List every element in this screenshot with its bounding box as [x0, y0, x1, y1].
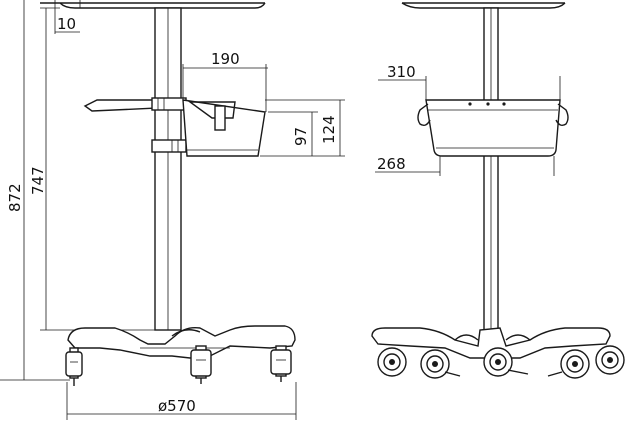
dim-570: ø570	[158, 397, 196, 415]
front-shelf	[83, 99, 159, 112]
hook-right	[555, 103, 569, 127]
basket-front	[425, 99, 561, 157]
dim-190: 190	[211, 50, 240, 68]
top-tray-front	[401, 2, 566, 9]
dim-124: 124	[320, 115, 338, 144]
clamp-upper	[151, 97, 187, 111]
front-view: 310 268	[371, 2, 625, 379]
hook-left	[417, 103, 431, 127]
wheel-5	[595, 345, 625, 375]
side-view: 190 97 124 10 747 872	[0, 0, 345, 420]
dim-268: 268	[377, 155, 406, 173]
caster-3	[270, 345, 292, 382]
basket-handle	[214, 105, 226, 131]
dim-747: 747	[29, 166, 47, 195]
dim-10: 10	[57, 15, 76, 33]
caster-1	[65, 347, 83, 386]
dim-310: 310	[387, 63, 416, 81]
dim-97: 97	[292, 127, 310, 146]
base-side	[67, 325, 296, 359]
clamp-lower	[151, 139, 187, 153]
wheel-3	[483, 347, 529, 377]
wheel-2	[420, 349, 461, 379]
wheel-4	[547, 349, 590, 379]
base-front	[371, 327, 611, 359]
top-tray-side	[40, 2, 266, 9]
wheel-1	[377, 347, 407, 377]
caster-2	[190, 345, 212, 384]
dim-872: 872	[6, 183, 24, 212]
